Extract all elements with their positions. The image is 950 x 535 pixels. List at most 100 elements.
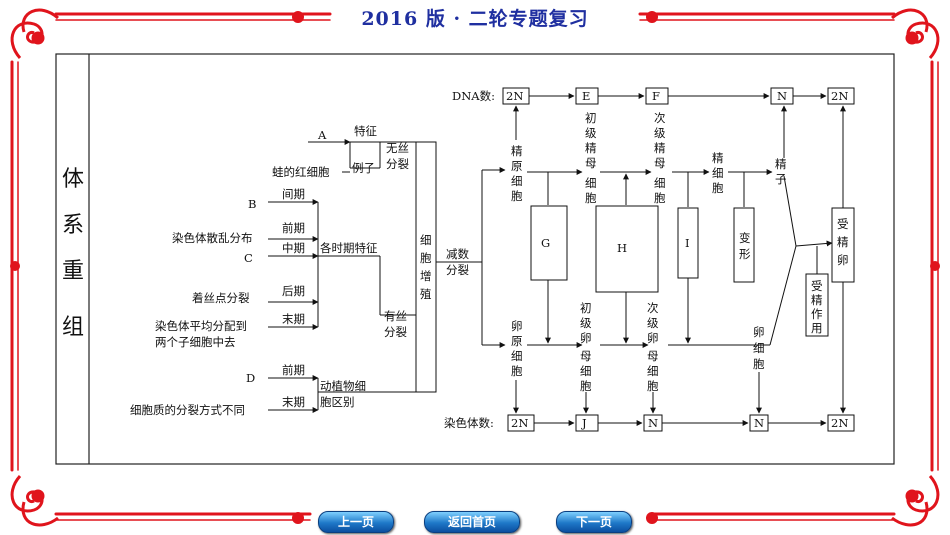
chrom-box-n: N [648, 416, 658, 430]
chrom-row-labels: 染色体数: 2N J N N 2N [444, 416, 848, 430]
zygote-char: 受 [837, 217, 849, 231]
cell-prolif-char: 殖 [420, 287, 432, 301]
d-item: 细胞质的分裂方式不同 [130, 403, 245, 417]
female-char: 卵 [580, 331, 592, 345]
fert-char: 作 [811, 307, 823, 321]
male-char: 初 [585, 111, 597, 125]
label-animal-plant-1: 动植物细 [320, 379, 366, 393]
box-i: I [685, 236, 690, 250]
female-char: 初 [580, 301, 592, 315]
female-char: 次 [647, 301, 659, 315]
example-item: 蛙的红细胞 [272, 165, 330, 179]
male-char: 胞 [511, 189, 523, 203]
label-mitosis-2: 分裂 [384, 325, 407, 339]
male-char: 精 [712, 151, 724, 165]
prophase-item: 染色体散乱分布 [172, 231, 253, 245]
label-mitosis-1: 有丝 [384, 309, 407, 323]
female-labels: 卵 原 细 胞 初 级 卵 母 细 胞 次 级 卵 母 细 胞 卵 细 胞 受 … [511, 217, 849, 393]
male-char: 精 [654, 141, 666, 155]
cell-prolif-char: 增 [420, 269, 432, 283]
label-example: 例子 [352, 161, 375, 175]
zygote-char: 精 [837, 235, 849, 249]
zygote-char: 卵 [837, 253, 849, 267]
corner-ornament-bl [10, 475, 59, 527]
male-char: 胞 [654, 191, 666, 205]
branch-prophase: 前期 [282, 221, 305, 235]
male-char: 子 [775, 172, 787, 186]
chrom-box-j: J [581, 416, 587, 430]
male-flow [513, 105, 833, 344]
branch-metaphase: 中期 [282, 241, 305, 255]
dna-row-labels: DNA数: 2N E F N 2N [452, 89, 848, 103]
chrom-row [507, 414, 855, 432]
branch-d-early: 前期 [282, 363, 305, 377]
chrom-label: 染色体数: [444, 416, 494, 430]
chrom-box-n-2: N [754, 416, 764, 430]
male-char: 胞 [712, 181, 724, 195]
female-char: 细 [753, 341, 765, 355]
box-g: G [541, 236, 550, 250]
female-char: 卵 [511, 319, 523, 333]
dna-box-n: N [777, 89, 787, 103]
female-flow [513, 105, 855, 414]
side-ornaments [10, 11, 940, 524]
telophase-item-2: 两个子细胞中去 [155, 335, 236, 349]
telophase-item-1: 染色体平均分配到 [155, 319, 247, 333]
label-phase-features: 各时期特征 [320, 241, 378, 255]
dna-box-2n: 2N [506, 89, 523, 103]
female-char: 胞 [580, 379, 592, 393]
female-char: 原 [511, 334, 523, 348]
female-char: 级 [647, 316, 659, 330]
corner-ornament-br [891, 475, 940, 527]
prev-page-button[interactable]: 上一页 [318, 511, 394, 533]
box-h: H [617, 241, 627, 255]
leaf-a: A [317, 128, 327, 142]
leaf-c: C [244, 251, 253, 265]
dna-box-2n-final: 2N [831, 89, 848, 103]
female-char: 胞 [753, 357, 765, 371]
sidebar-char: 重 [62, 259, 84, 284]
male-char: 母 [585, 156, 597, 170]
male-char: 次 [654, 111, 666, 125]
female-char: 级 [580, 316, 592, 330]
label-meiosis-2: 分裂 [446, 263, 469, 277]
label-amitosis-1: 无丝 [386, 141, 409, 155]
cell-prolif-char: 胞 [420, 251, 432, 265]
female-char: 胞 [647, 379, 659, 393]
label-amitosis-2: 分裂 [386, 157, 409, 171]
male-char: 细 [654, 176, 666, 190]
label-meiosis-1: 减数 [446, 247, 469, 261]
leaf-d: D [246, 371, 255, 385]
dna-box-f: F [652, 89, 660, 103]
anaphase-item: 着丝点分裂 [192, 291, 250, 305]
fert-char: 精 [811, 293, 823, 307]
female-char: 细 [647, 364, 659, 378]
left-tree [268, 139, 506, 413]
cell-prolif-char: 细 [420, 233, 432, 247]
female-char: 母 [580, 349, 592, 363]
corner-ornament-tr [891, 8, 940, 59]
home-page-button[interactable]: 返回首页 [424, 511, 520, 533]
dna-label: DNA数: [452, 89, 495, 103]
male-char: 原 [511, 159, 523, 173]
female-char: 卵 [753, 325, 765, 339]
male-char: 母 [654, 156, 666, 170]
next-page-button[interactable]: 下一页 [556, 511, 632, 533]
branch-anaphase: 后期 [282, 284, 305, 298]
branch-d-late: 末期 [282, 395, 305, 409]
male-labels: 精 原 细 胞 初 级 精 母 细 胞 次 级 精 母 细 胞 精 细 胞 精 … [511, 111, 787, 261]
sidebar-label: 体 系 重 组 [62, 167, 84, 340]
chrom-box-2n-final: 2N [831, 416, 848, 430]
corner-ornament-tl [10, 8, 59, 59]
female-char: 胞 [511, 364, 523, 378]
left-tree-labels: A 特征 蛙的红细胞 例子 无丝 分裂 各时期特征 B 间期 前期 染色体散乱分… [130, 124, 469, 417]
male-char: 细 [712, 166, 724, 180]
dna-row [502, 87, 855, 105]
label-feature: 特征 [354, 124, 377, 138]
male-char: 精 [511, 144, 523, 158]
male-char: 细 [511, 174, 523, 188]
male-char: 精 [585, 141, 597, 155]
male-char: 级 [585, 126, 597, 140]
female-char: 卵 [647, 331, 659, 345]
